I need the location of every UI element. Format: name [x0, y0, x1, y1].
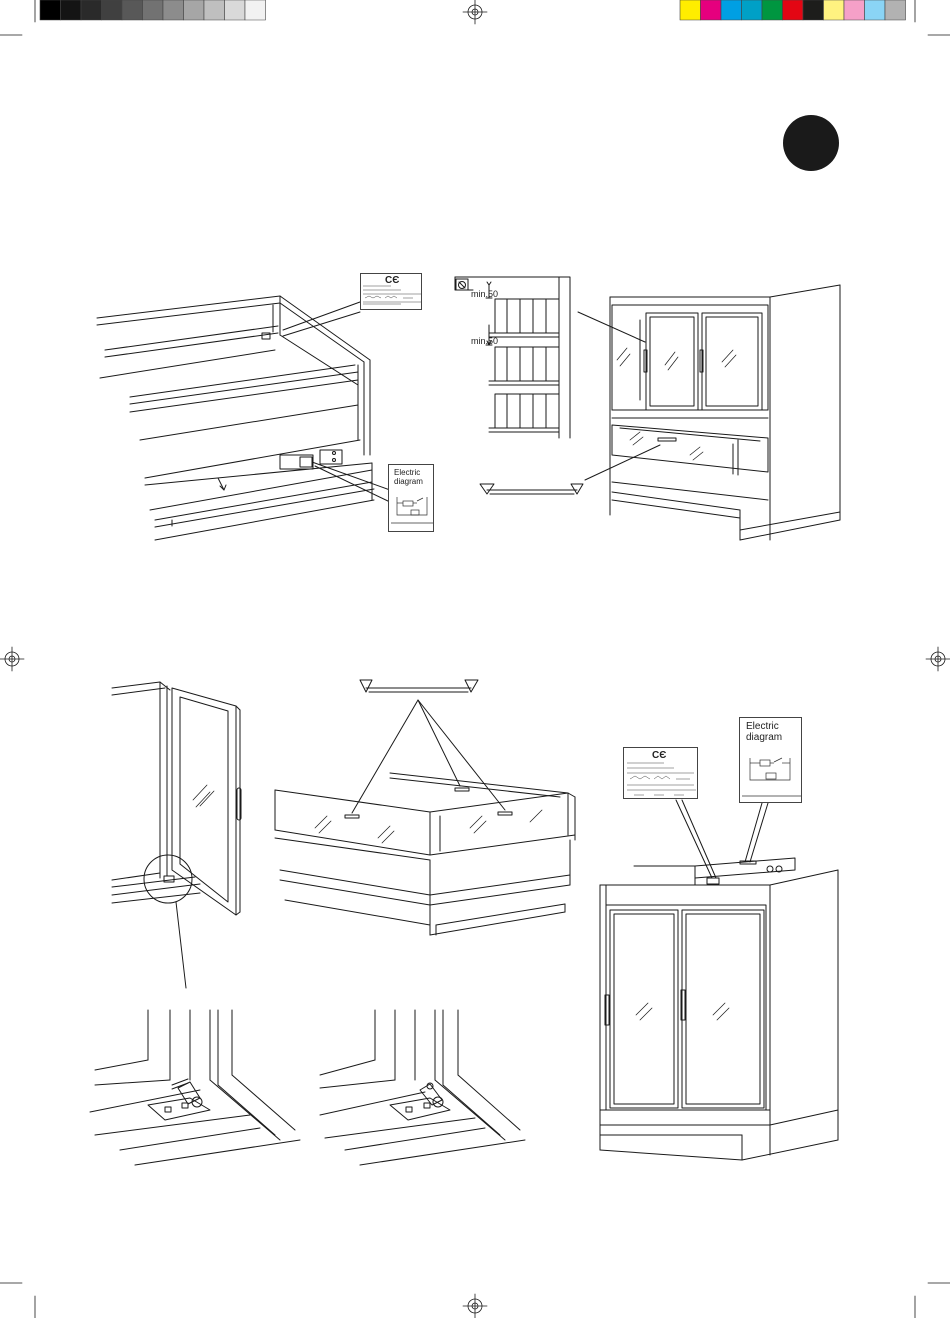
- glass-door-cabinet-top: [578, 285, 840, 540]
- hinge-detail-a: [90, 1010, 300, 1165]
- nameplate-bottom: CЄ: [623, 747, 698, 799]
- wiring-symbol: [740, 718, 803, 804]
- nameplate-lines: [624, 748, 699, 800]
- registration-target-bottom: [463, 1294, 487, 1318]
- registration-swatch: [122, 0, 143, 20]
- nameplate-top: CЄ: [360, 273, 422, 310]
- shelf-clearance-illustration: [455, 277, 583, 494]
- registration-swatch: [885, 0, 906, 20]
- registration-swatch: [225, 0, 246, 20]
- wiring-symbol: [389, 465, 435, 533]
- registration-swatch: [742, 0, 763, 20]
- hinge-detail-b: [320, 1010, 525, 1165]
- registration-swatch: [184, 0, 205, 20]
- clearance-label-middle: min.50: [471, 336, 498, 346]
- registration-swatch: [844, 0, 865, 20]
- registration-swatch: [245, 0, 266, 20]
- registration-swatch: [40, 0, 61, 20]
- nameplate-lines: [361, 274, 423, 311]
- open-door-illustration: [112, 682, 241, 988]
- registration-swatch: [721, 0, 742, 20]
- grayscale-registration-bar: [40, 0, 266, 20]
- registration-swatch: [803, 0, 824, 20]
- registration-swatch: [163, 0, 184, 20]
- registration-swatch: [143, 0, 164, 20]
- clearance-label-top: min.50: [471, 289, 498, 299]
- registration-swatch: [762, 0, 783, 20]
- registration-swatch: [61, 0, 82, 20]
- electric-diagram-box-top: Electric diagram: [388, 464, 434, 532]
- registration-swatch: [204, 0, 225, 20]
- registration-target-left: [0, 647, 24, 671]
- registration-target-right: [926, 647, 950, 671]
- open-counter-illustration: [97, 296, 390, 540]
- registration-swatch: [783, 0, 804, 20]
- glass-counter-illustration: [275, 680, 575, 935]
- registration-swatch: [865, 0, 886, 20]
- registration-target-top: [463, 0, 487, 24]
- section-marker-dot: [783, 115, 839, 171]
- registration-swatch: [81, 0, 102, 20]
- registration-swatch: [102, 0, 123, 20]
- registration-swatch: [824, 0, 845, 20]
- registration-swatch: [680, 0, 701, 20]
- glass-door-cabinet-bottom: [600, 800, 838, 1160]
- registration-swatch: [701, 0, 722, 20]
- color-registration-bar: [680, 0, 906, 20]
- electric-diagram-box-bottom: Electric diagram: [739, 717, 802, 803]
